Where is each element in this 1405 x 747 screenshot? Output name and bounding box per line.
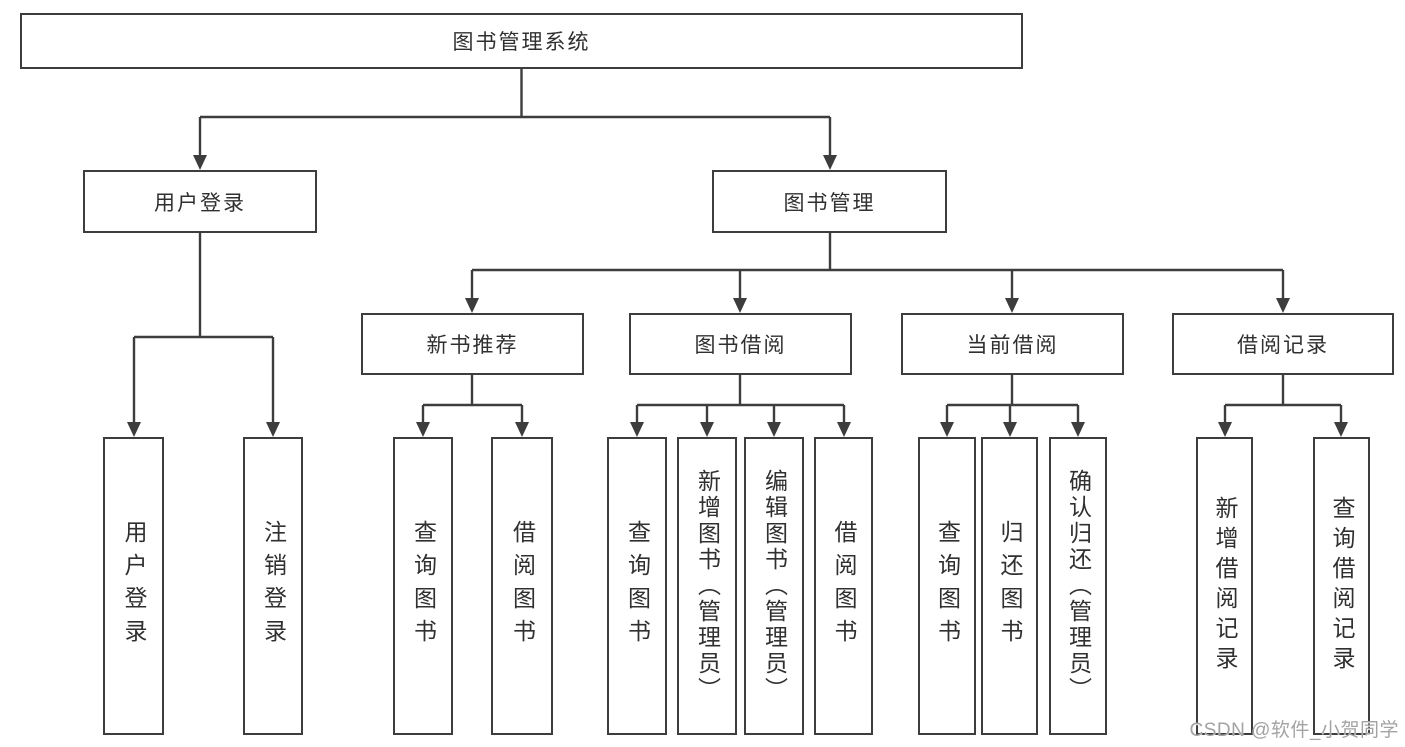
node-label: 查询图书 bbox=[624, 520, 651, 652]
arrowhead-icon bbox=[630, 422, 644, 437]
node-label: 当前借阅 bbox=[966, 334, 1059, 357]
arrowhead-icon bbox=[193, 155, 207, 170]
node-leaf-edit-book-admin: 编辑图书（管理员） bbox=[744, 437, 804, 735]
arrowhead-icon bbox=[1218, 422, 1232, 437]
arrowhead-icon bbox=[733, 298, 747, 313]
node-leaf-user-login: 用户登录 bbox=[103, 437, 164, 735]
node-leaf-query-borrow-record: 查询借阅记录 bbox=[1313, 437, 1370, 735]
node-label: 图书借阅 bbox=[694, 334, 787, 357]
node-leaf-return-book: 归还图书 bbox=[981, 437, 1038, 735]
arrowhead-icon bbox=[1276, 298, 1290, 313]
connector-book-borrow-children bbox=[630, 375, 851, 437]
node-label: 查询图书 bbox=[934, 520, 961, 652]
arrowhead-icon bbox=[700, 422, 714, 437]
connector-borrow-records-children bbox=[1218, 375, 1348, 437]
arrowhead-icon bbox=[1005, 298, 1019, 313]
arrowhead-icon bbox=[416, 422, 430, 437]
node-label: 图书管理系统 bbox=[452, 31, 591, 54]
node-label: 归还图书 bbox=[997, 520, 1023, 652]
node-user-login: 用户登录 bbox=[83, 170, 317, 233]
arrowhead-icon bbox=[1334, 422, 1348, 437]
node-book-management: 图书管理 bbox=[712, 170, 947, 233]
connector-user-login-children bbox=[127, 233, 280, 437]
arrowhead-icon bbox=[465, 298, 479, 313]
node-borrow-records: 借阅记录 bbox=[1172, 313, 1394, 375]
node-leaf-logout: 注销登录 bbox=[243, 437, 303, 735]
arrowhead-icon bbox=[1071, 422, 1085, 437]
node-label: 用户登录 bbox=[121, 520, 147, 652]
arrowhead-icon bbox=[823, 155, 837, 170]
node-leaf-query-books-borrow: 查询图书 bbox=[607, 437, 667, 735]
node-label: 查询图书 bbox=[410, 520, 437, 652]
node-book-borrow: 图书借阅 bbox=[629, 313, 852, 375]
node-leaf-query-books-current: 查询图书 bbox=[918, 437, 976, 735]
connector-current-borrow-children bbox=[940, 375, 1085, 437]
node-leaf-add-book-admin: 新增图书（管理员） bbox=[677, 437, 737, 735]
arrowhead-icon bbox=[767, 422, 781, 437]
node-label: 新增图书（管理员） bbox=[694, 469, 721, 703]
node-label: 借阅图书 bbox=[509, 520, 536, 652]
connector-root-to-level2 bbox=[193, 69, 837, 170]
node-label: 确认归还（管理员） bbox=[1065, 469, 1092, 703]
node-label: 借阅图书 bbox=[831, 520, 857, 652]
arrowhead-icon bbox=[515, 422, 529, 437]
node-label: 查询借阅记录 bbox=[1329, 496, 1355, 676]
arrowhead-icon bbox=[837, 422, 851, 437]
node-label: 借阅记录 bbox=[1237, 334, 1329, 357]
node-label: 用户登录 bbox=[154, 191, 246, 215]
node-leaf-confirm-return-admin: 确认归还（管理员） bbox=[1049, 437, 1107, 735]
node-leaf-add-borrow-record: 新增借阅记录 bbox=[1196, 437, 1253, 735]
node-label: 新增借阅记录 bbox=[1212, 496, 1238, 676]
node-leaf-query-books-recommend: 查询图书 bbox=[393, 437, 453, 735]
node-label: 注销登录 bbox=[260, 520, 287, 652]
node-root: 图书管理系统 bbox=[20, 13, 1023, 69]
arrowhead-icon bbox=[266, 422, 280, 437]
arrowhead-icon bbox=[940, 422, 954, 437]
node-current-borrow: 当前借阅 bbox=[901, 313, 1124, 375]
arrowhead-icon bbox=[127, 422, 141, 437]
connector-new-book-children bbox=[416, 375, 529, 437]
node-leaf-borrow-books-recommend: 借阅图书 bbox=[491, 437, 553, 735]
node-new-book-recommend: 新书推荐 bbox=[361, 313, 584, 375]
node-label: 图书管理 bbox=[783, 191, 876, 215]
arrowhead-icon bbox=[1003, 422, 1017, 437]
node-leaf-borrow-books: 借阅图书 bbox=[814, 437, 873, 735]
csdn-watermark: CSDN @软件_小贺同学 bbox=[1189, 720, 1399, 741]
connector-book-mgmt-to-level3 bbox=[465, 233, 1290, 313]
node-label: 新书推荐 bbox=[426, 334, 519, 357]
node-label: 编辑图书（管理员） bbox=[761, 469, 788, 703]
